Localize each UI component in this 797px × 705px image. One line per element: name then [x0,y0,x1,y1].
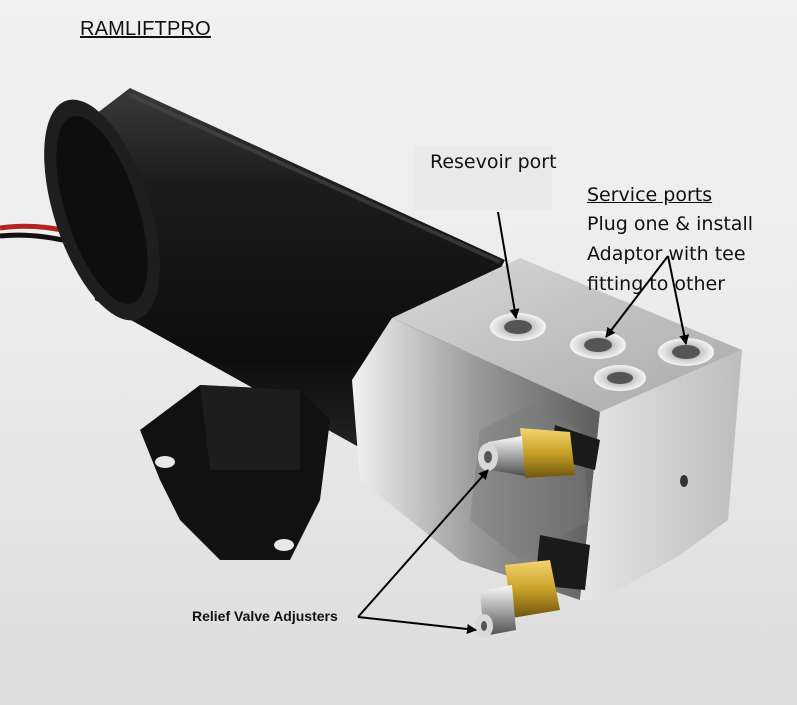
service-ports-line-2: Adaptor with tee [587,243,746,265]
relief-valve-upper [478,425,600,478]
service-arrow-right [667,255,690,345]
relief-valve-label: Relief Valve Adjusters [192,608,338,624]
relief-valve-lower [475,535,590,638]
service-ports-line-1: Plug one & install [587,213,753,235]
service-arrow-left [605,255,669,338]
relief-arrow-upper [357,469,489,618]
reservoir-label-panel [414,146,552,210]
leader-lines [357,211,690,634]
mounting-bracket [140,385,330,560]
brand-title: RAMLIFTPRO [80,18,211,40]
service-ports-line-3: fitting to other [587,273,726,295]
relief-arrow-lower [357,616,477,634]
reservoir-arrow [497,211,520,319]
top-ports [490,313,714,391]
reservoir-port-label: Resevoir port [430,151,557,173]
service-ports-title: Service ports [587,184,713,206]
